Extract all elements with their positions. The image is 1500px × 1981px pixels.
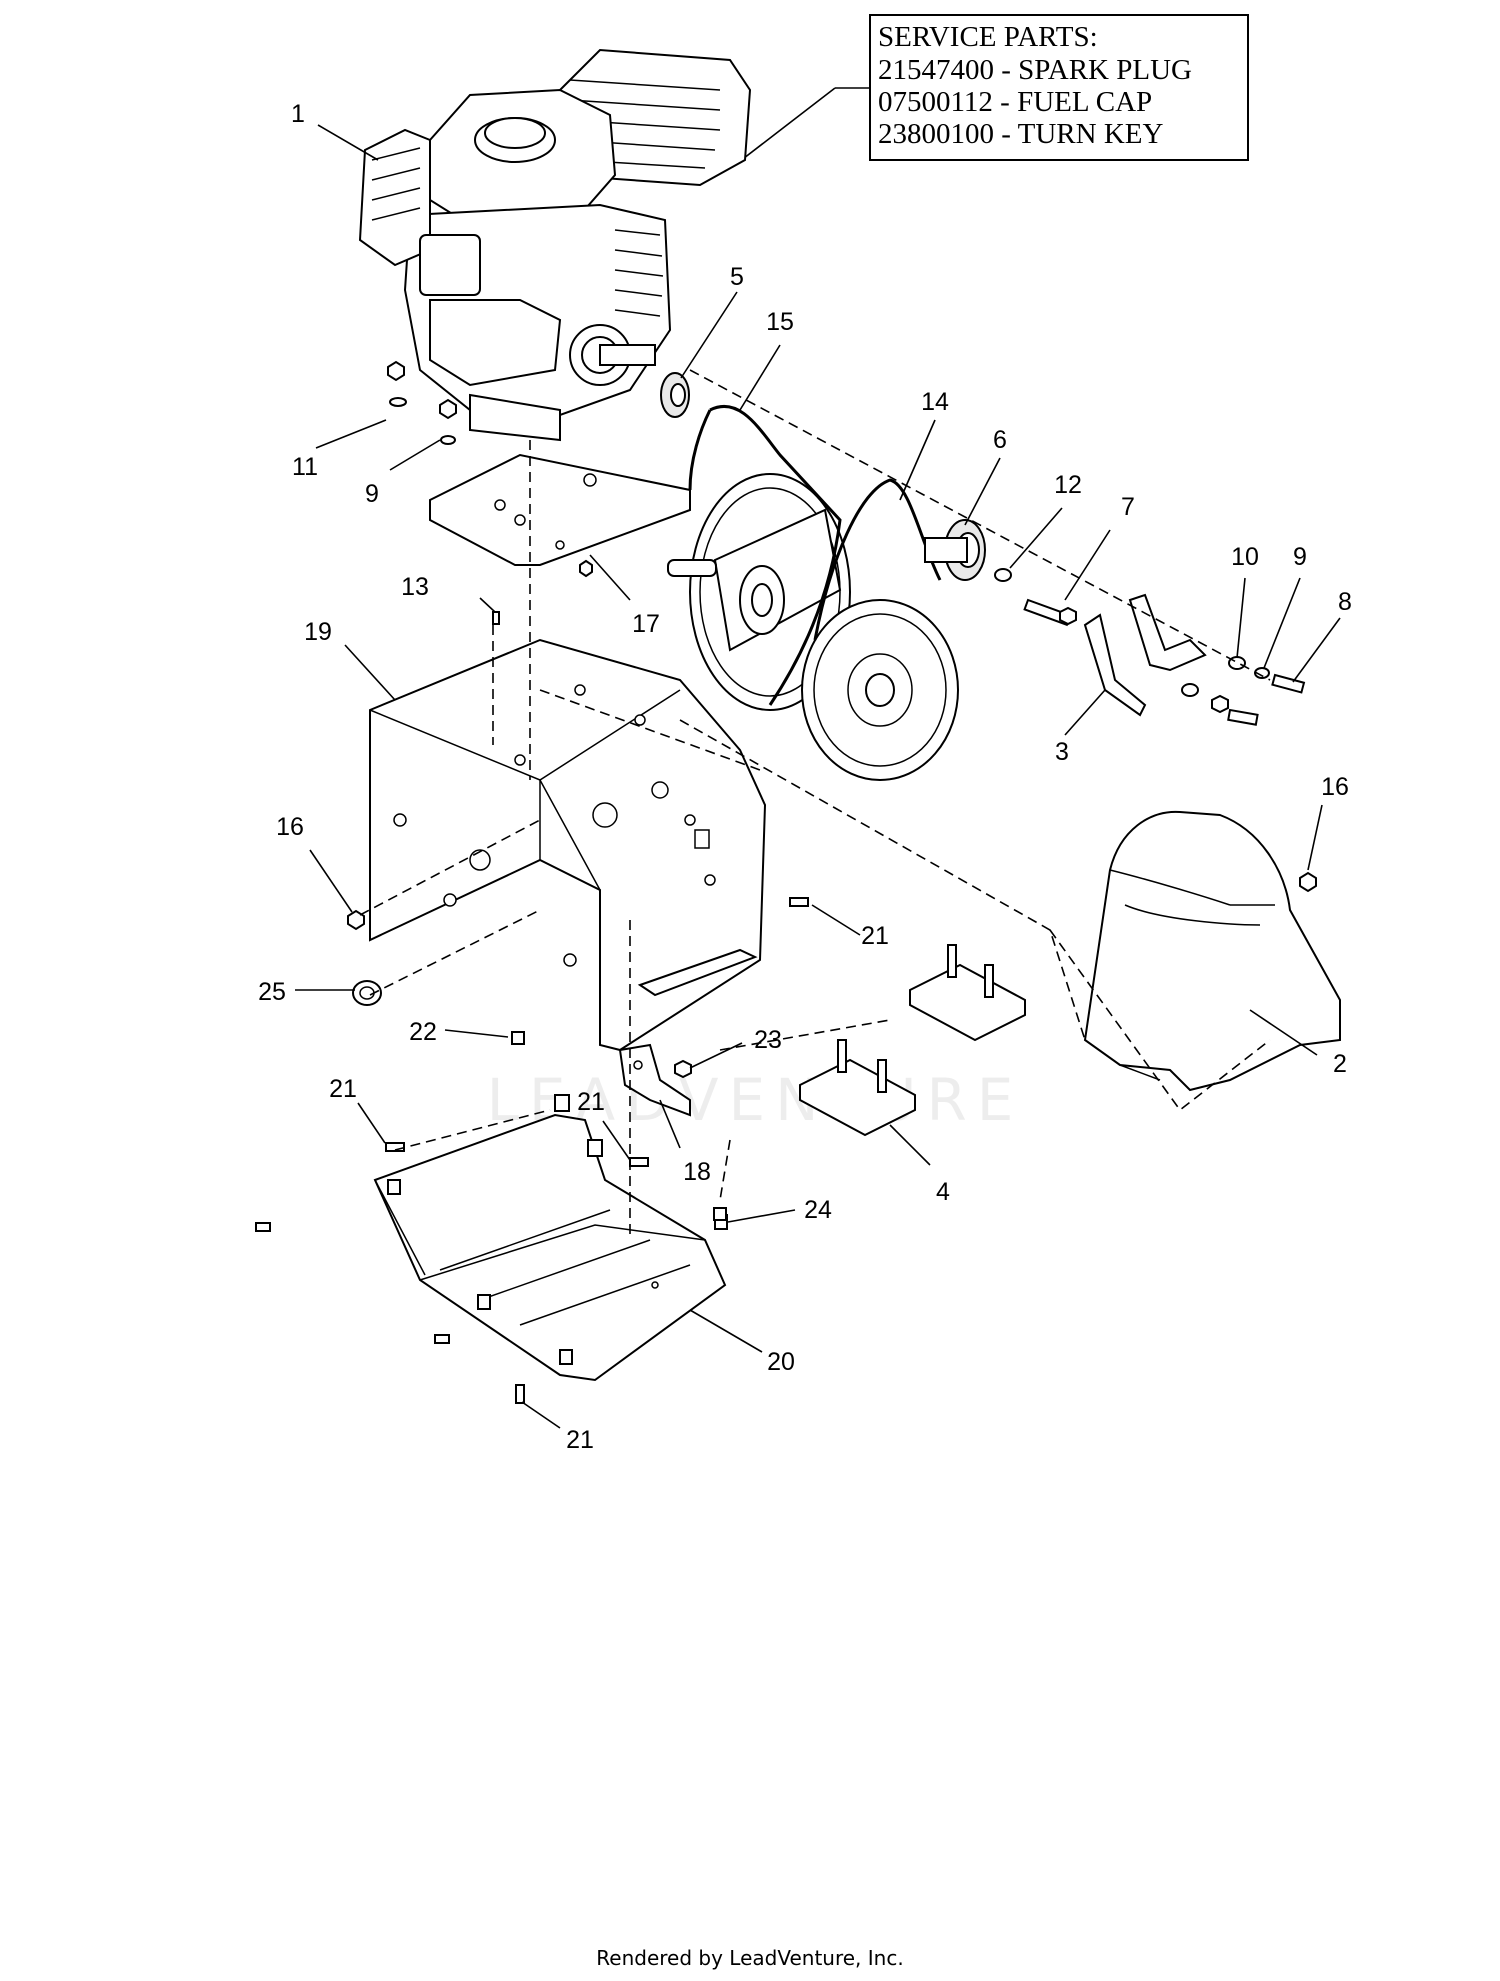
callout-label: 14 (921, 388, 949, 416)
callout-label: 10 (1231, 543, 1259, 571)
leader-lines (295, 124, 1341, 1429)
bottom-pan-part (373, 1094, 728, 1382)
callout-label: 17 (632, 610, 660, 638)
rod-part (637, 948, 758, 997)
callout-label: 3 (1055, 738, 1069, 766)
service-part-line: 21547400 - SPARK PLUG (878, 54, 1192, 86)
callout-label: 19 (304, 618, 332, 646)
belt-cover-part (1083, 810, 1341, 1092)
callout-label: 18 (683, 1158, 711, 1186)
callout-label: 9 (365, 480, 379, 508)
bolt-group (255, 611, 1317, 1404)
callout-label: 21 (329, 1075, 357, 1103)
engine-part (358, 48, 752, 442)
callout-label: 6 (993, 426, 1007, 454)
callout-label: 21 (577, 1088, 605, 1116)
service-part-line: 07500112 - FUEL CAP (878, 86, 1152, 118)
callout-label: 21 (566, 1426, 594, 1454)
callout-label: 2 (1333, 1050, 1347, 1078)
hardware-group (994, 568, 1306, 726)
callout-label: 9 (1293, 543, 1307, 571)
service-parts-heading: SERVICE PARTS: (878, 21, 1098, 53)
frame-housing-part (369, 638, 767, 1052)
alignment-lines (359, 369, 1271, 1240)
service-part-line: 23800100 - TURN KEY (878, 118, 1163, 150)
callout-label: 4 (936, 1178, 950, 1206)
belt-pulley-group (667, 404, 986, 781)
callout-labels: 1 5 15 14 6 12 7 10 9 8 11 9 13 17 19 3 … (258, 100, 1352, 1454)
service-parts-box: SERVICE PARTS: 21547400 - SPARK PLUG 075… (734, 14, 1249, 166)
callout-label: 21 (861, 922, 889, 950)
callout-label: 23 (754, 1026, 782, 1054)
callout-label: 1 (291, 100, 305, 128)
callout-label: 8 (1338, 588, 1352, 616)
callout-label: 5 (730, 263, 744, 291)
callout-label: 11 (292, 453, 318, 481)
callout-label: 7 (1121, 493, 1135, 521)
callout-label: 15 (766, 308, 794, 336)
callout-label: 12 (1054, 471, 1082, 499)
bracket-group (618, 944, 1026, 1137)
callout-label: 16 (1321, 773, 1349, 801)
callout-label: 25 (258, 978, 286, 1006)
footer-credit: Rendered by LeadVenture, Inc. (596, 1946, 904, 1970)
callout-label: 22 (409, 1018, 437, 1046)
callout-label: 20 (767, 1348, 795, 1376)
callout-label: 24 (804, 1196, 832, 1224)
mounting-plate-part (429, 453, 691, 578)
nut-washer-group (387, 360, 457, 445)
callout-label: 13 (401, 573, 429, 601)
callout-label: 16 (276, 813, 304, 841)
